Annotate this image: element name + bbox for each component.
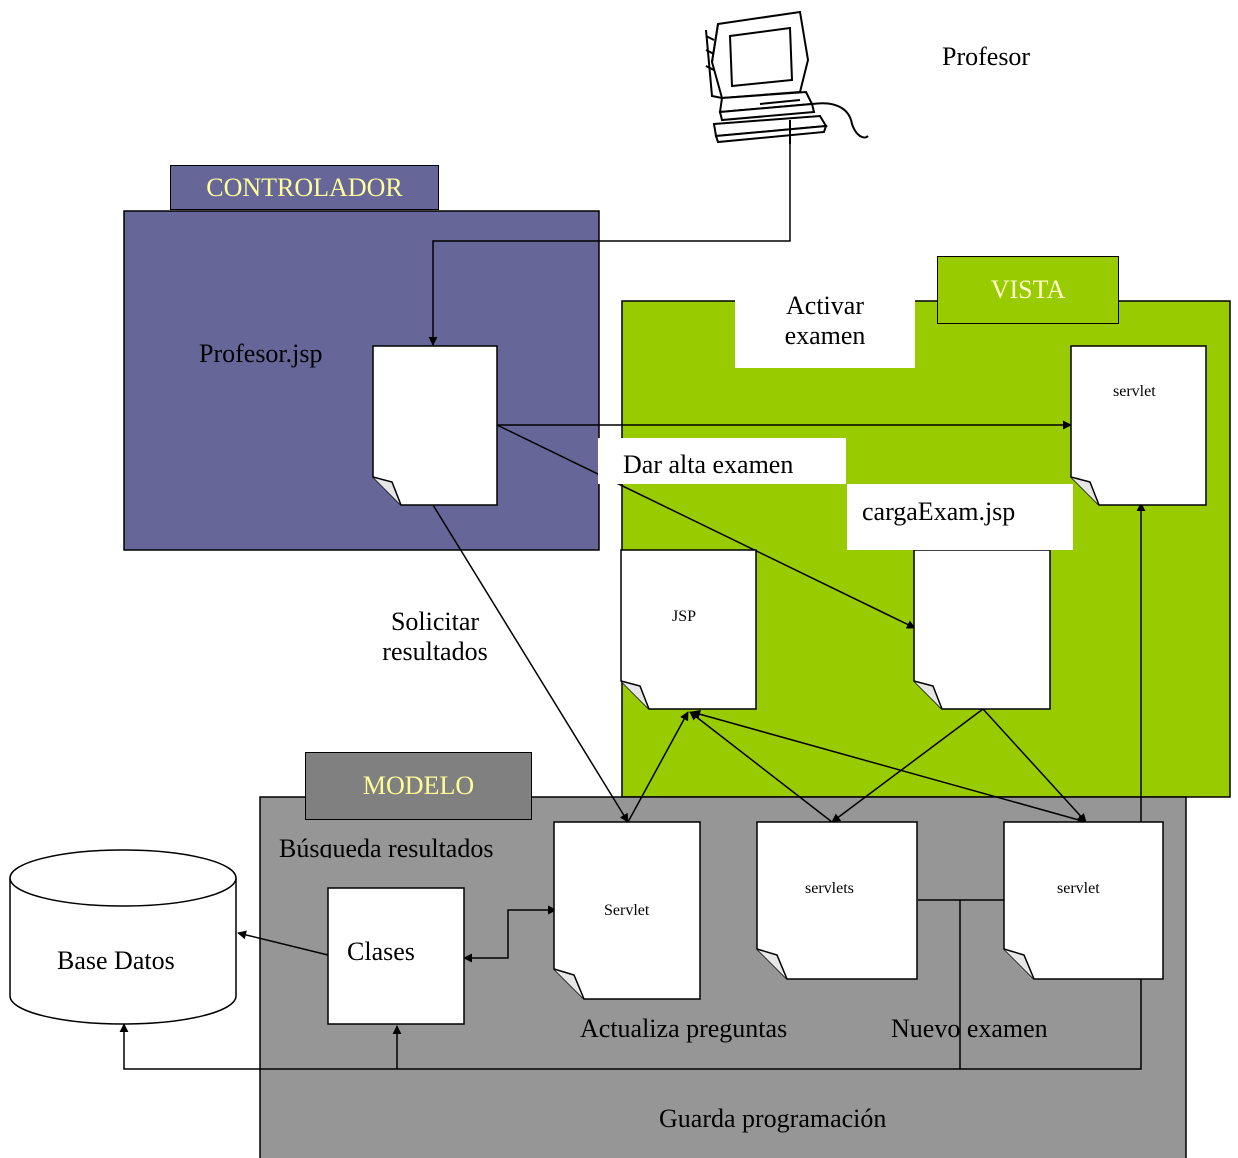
activate-label-line-1: Activar — [786, 291, 864, 320]
database-cylinder — [9, 849, 237, 1025]
model-servlet-label: Servlet — [604, 902, 650, 919]
actor-label: Profesor — [942, 42, 1031, 71]
carga-to-servlets-edge — [831, 708, 984, 823]
servlet-to-jsp-edge — [627, 711, 689, 823]
view-tab-label: VISTA — [990, 275, 1066, 304]
model-servlet-right-label: servlet — [1057, 880, 1100, 897]
search-results-label: Búsqueda resultados — [279, 834, 494, 858]
controller-tab-label: CONTROLADOR — [206, 172, 403, 202]
classes-label: Clases — [347, 937, 415, 966]
carga-exam-label: cargaExam.jsp — [862, 497, 1016, 526]
model-tab-label: MODELO — [362, 771, 475, 800]
activate-label-bg — [735, 284, 915, 368]
model-servlets-label: servlets — [805, 880, 854, 897]
model-servlet-right-doc — [1003, 821, 1164, 980]
view-servlet-doc — [1070, 345, 1207, 506]
request-results-label: Solicitar resultados — [335, 607, 535, 667]
new-exam-label: Nuevo examen — [891, 1014, 1048, 1043]
model-servlets-doc — [756, 821, 918, 980]
create-exam-edge — [496, 424, 916, 629]
computer-icon — [705, 10, 869, 144]
db-label: Base Datos — [57, 946, 175, 975]
controller-tab: CONTROLADOR — [170, 165, 439, 210]
jsp-doc — [620, 549, 757, 710]
model-tab: MODELO — [305, 752, 532, 820]
classes-servlet-edge — [463, 905, 557, 963]
request-results-edge — [432, 504, 629, 823]
create-label-bg — [598, 438, 846, 484]
update-questions-label: Actualiza preguntas — [580, 1014, 788, 1043]
activate-label-line-2: examen — [784, 320, 866, 350]
save-schedule-label: Guarda programación — [659, 1104, 887, 1133]
classes-to-db-edge — [237, 930, 329, 956]
jsp-label: JSP — [672, 608, 697, 625]
controller-page-doc — [372, 345, 498, 506]
carga-to-servlet-edge — [982, 708, 1087, 823]
controller-page-label: Profesor.jsp — [199, 339, 323, 368]
model-servlet-doc — [553, 821, 701, 1000]
save-schedule-edge — [119, 948, 1142, 1070]
activate-label: Activar examen — [750, 291, 900, 351]
classes-box — [327, 887, 465, 1025]
controller-region — [123, 210, 600, 551]
request-results-line-2: resultados — [382, 636, 488, 666]
user-to-controller-edge — [428, 144, 791, 346]
create-exam-label: Dar alta examen — [623, 450, 794, 479]
carga-label-bg — [847, 484, 1073, 550]
view-servlet-label: servlet — [1113, 383, 1156, 400]
carga-exam-doc — [913, 549, 1051, 710]
view-tab: VISTA — [937, 256, 1119, 324]
jsp-servlet-right-edge — [691, 709, 1087, 825]
request-results-line-1: Solicitar — [390, 607, 480, 636]
